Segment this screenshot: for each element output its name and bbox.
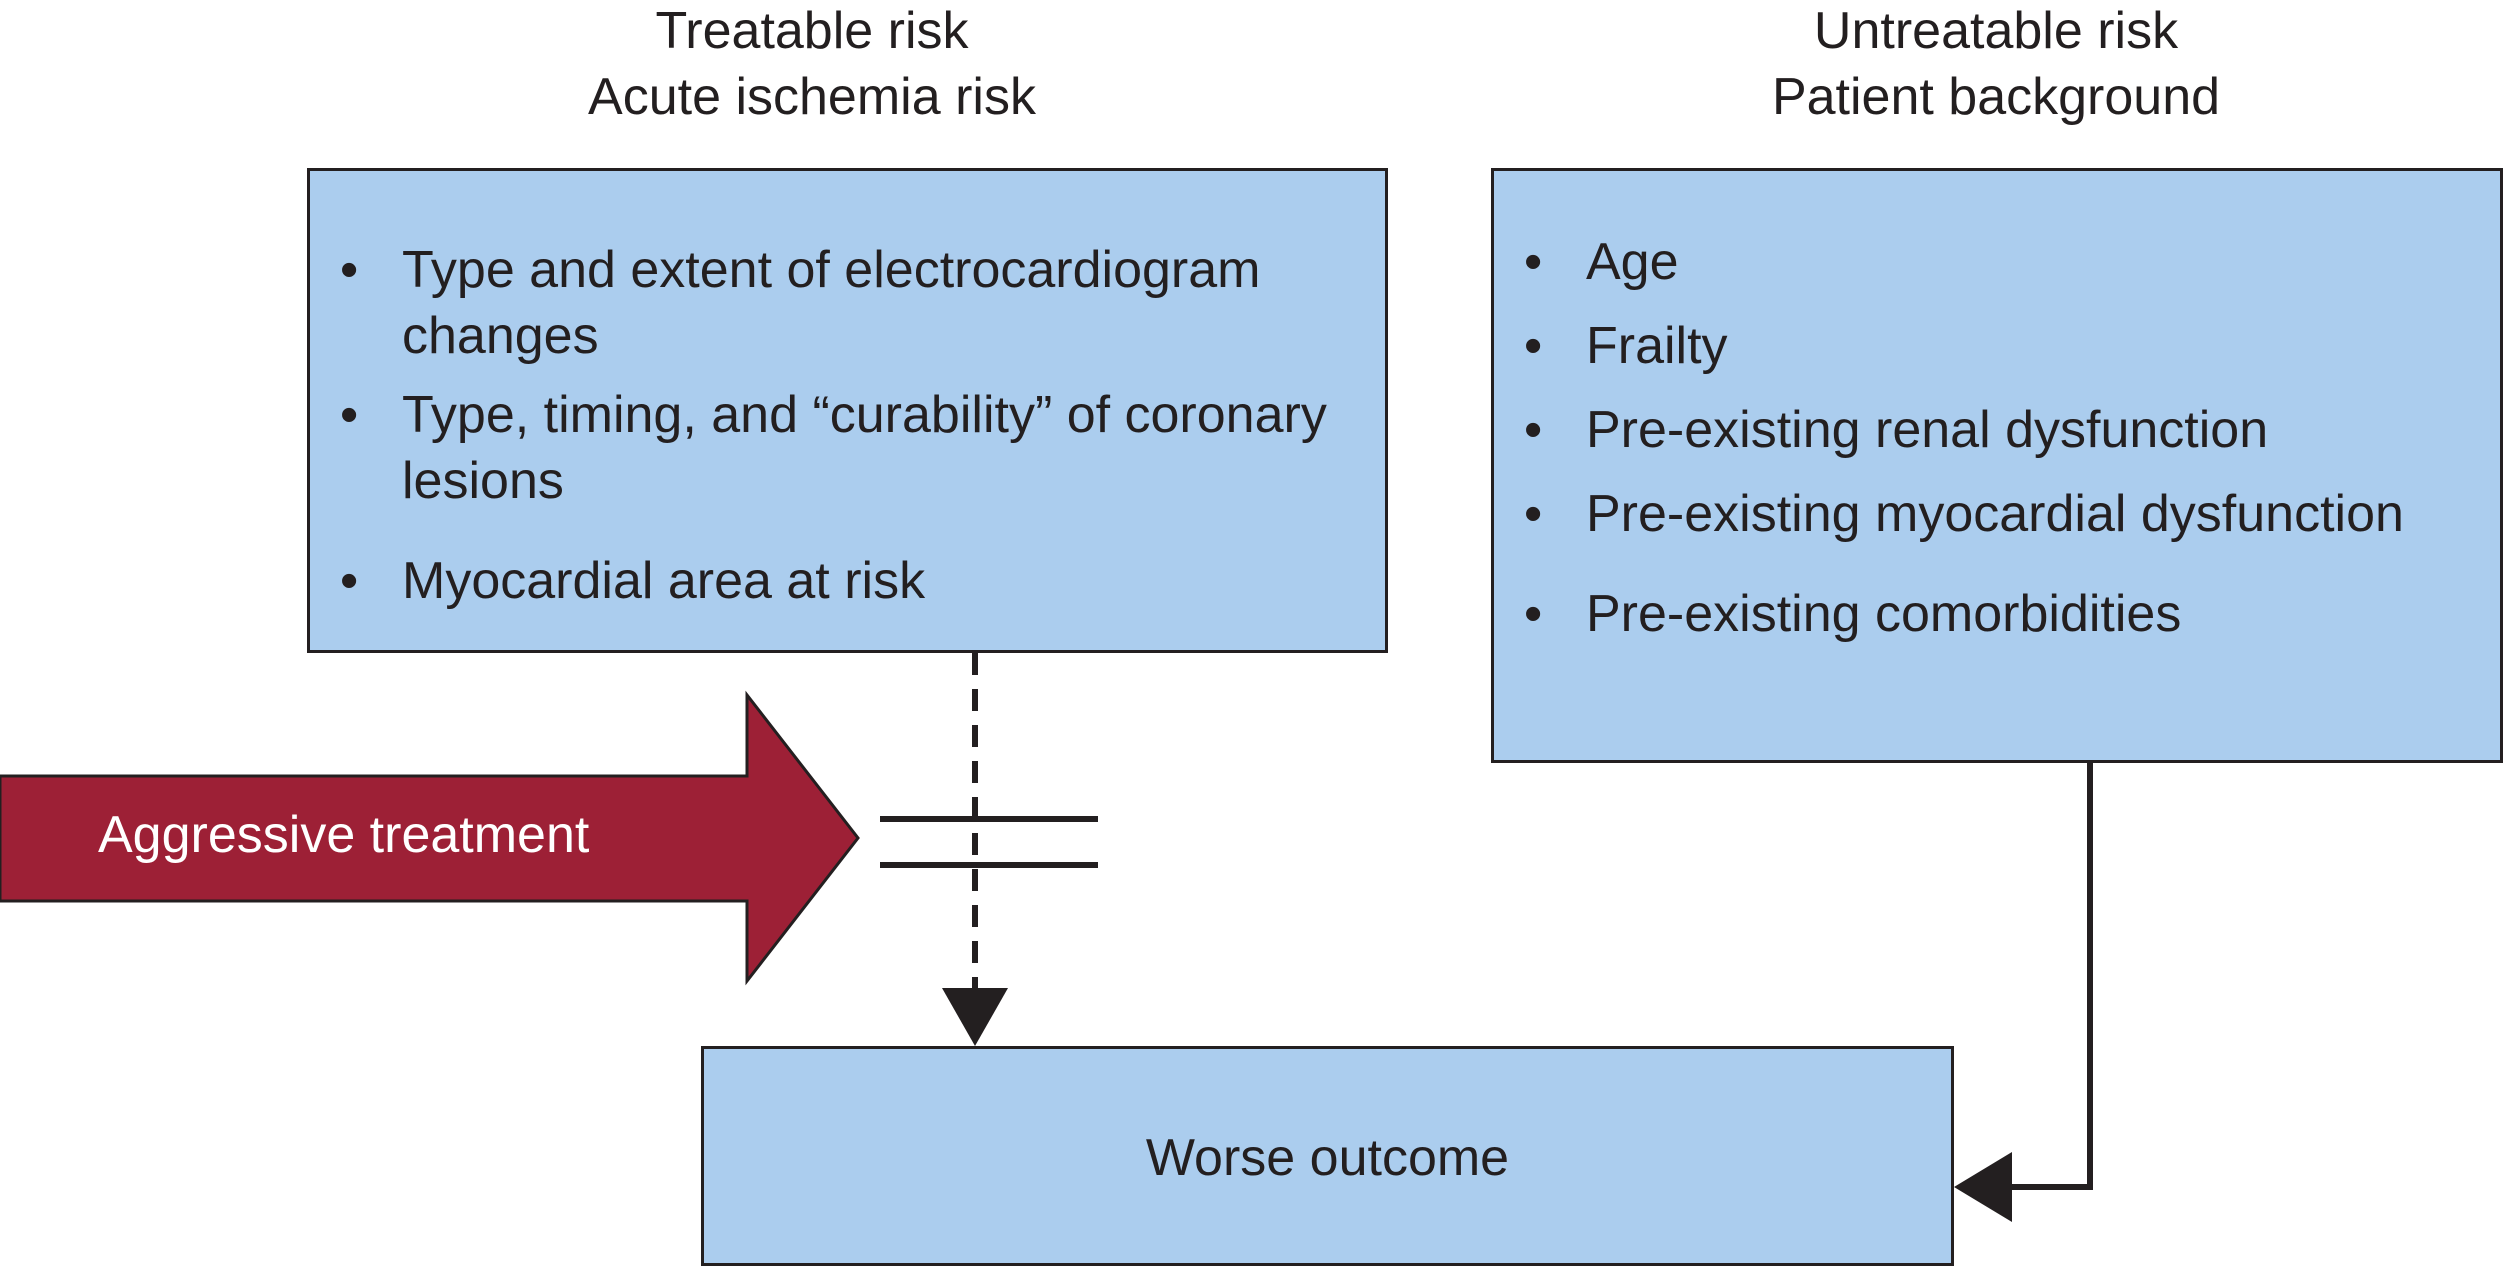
list-item-text: Pre-existing myocardial dysfunction — [1586, 485, 2404, 543]
list-item: • Type and extent of electrocardiogram c… — [310, 237, 1385, 369]
list-item: • Frailty — [1494, 313, 2500, 379]
bullet-icon: • — [1524, 585, 1543, 643]
bullet-icon: • — [340, 241, 359, 299]
aggressive-treatment-label: Aggressive treatment — [98, 806, 590, 864]
bullet-icon: • — [1524, 401, 1543, 459]
list-item-text: Age — [1586, 233, 1679, 291]
list-item-text: Myocardial area at risk — [402, 552, 926, 610]
list-item-text: Pre-existing comorbidities — [1586, 585, 2182, 643]
bullet-icon: • — [1524, 485, 1543, 543]
list-item: • Myocardial area at risk — [310, 548, 1385, 614]
treatable-arrowhead — [942, 988, 1008, 1046]
untreatable-to-outcome-line — [2010, 763, 2093, 1190]
list-item: • Pre-existing myocardial dysfunction — [1494, 481, 2500, 547]
untreatable-subheading-line: Patient background — [1771, 68, 2221, 126]
worse-outcome-box: Worse outcome — [701, 1046, 1954, 1266]
worse-outcome-label: Worse outcome — [1145, 1129, 1510, 1187]
treatable-heading-line: Treatable risk — [655, 2, 969, 60]
untreatable-risk-box: • Age • Frailty • Pre-existing renal dys… — [1491, 168, 2503, 763]
bullet-icon: • — [340, 386, 359, 444]
list-item-text: Type and extent of electrocardiogram cha… — [402, 241, 1261, 365]
list-item: • Pre-existing comorbidities — [1494, 581, 2500, 647]
list-item-text: Pre-existing renal dysfunction — [1586, 401, 2269, 459]
bullet-icon: • — [340, 552, 359, 610]
aggressive-treatment-arrow — [0, 690, 860, 986]
treatable-risk-heading: Treatable risk Acute ischemia risk — [412, 0, 1212, 130]
treatable-risk-list: • Type and extent of electrocardiogram c… — [310, 237, 1385, 627]
untreatable-arrowhead — [1954, 1152, 2012, 1222]
bullet-icon: • — [1524, 233, 1543, 291]
untreatable-heading-line: Untreatable risk — [1813, 2, 2179, 60]
treatable-risk-box: • Type and extent of electrocardiogram c… — [307, 168, 1388, 653]
list-item: • Pre-existing renal dysfunction — [1494, 397, 2500, 463]
bullet-icon: • — [1524, 317, 1543, 375]
list-item-text: Type, timing, and “curability” of corona… — [402, 386, 1327, 510]
untreatable-risk-heading: Untreatable risk Patient background — [1596, 0, 2396, 130]
list-item: • Type, timing, and “curability” of coro… — [310, 382, 1385, 514]
list-item-text: Frailty — [1586, 317, 1728, 375]
treatable-subheading-line: Acute ischemia risk — [588, 68, 1036, 126]
list-item: • Age — [1494, 229, 2500, 295]
untreatable-risk-list: • Age • Frailty • Pre-existing renal dys… — [1494, 229, 2500, 665]
